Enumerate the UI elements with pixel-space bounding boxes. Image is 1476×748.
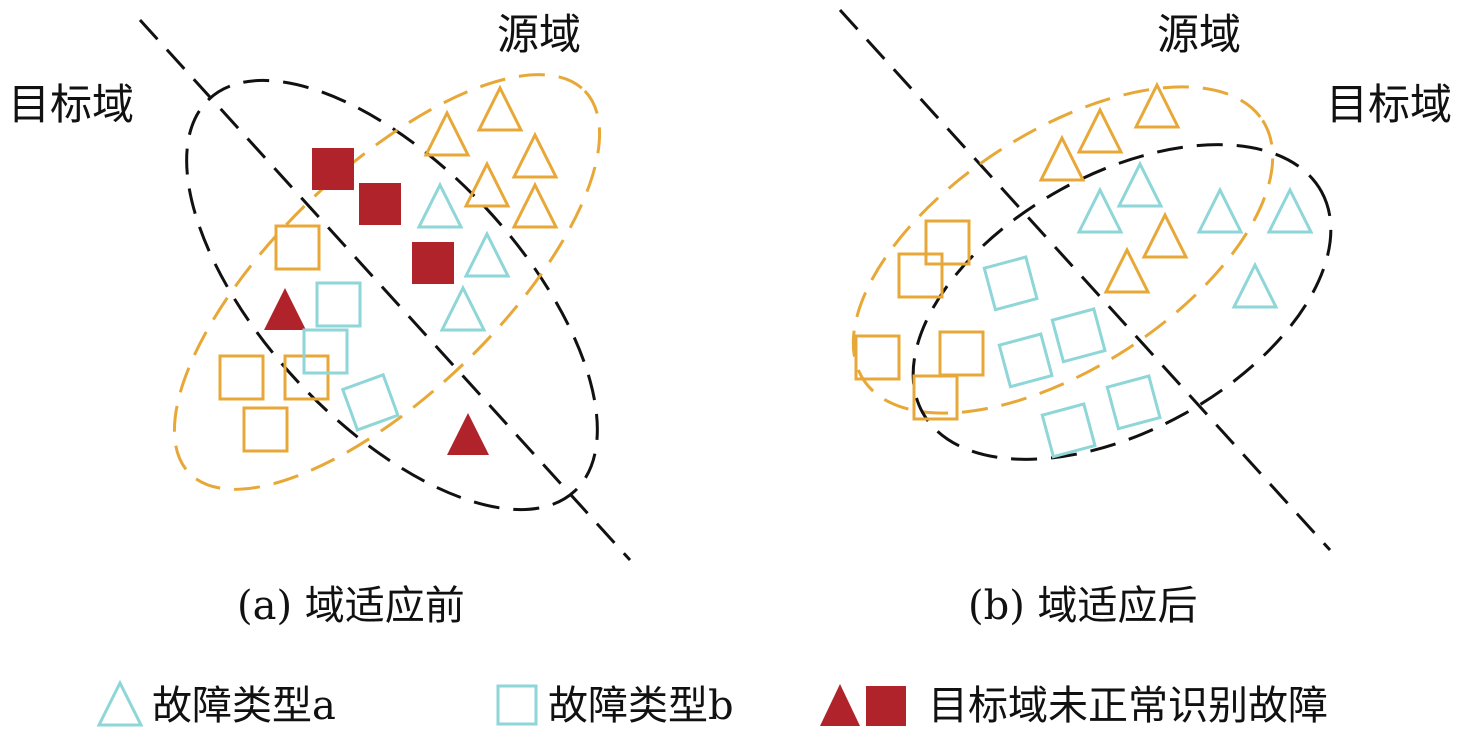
panel-b-target-label: 目标域	[1326, 80, 1453, 129]
source-fault-b-squares	[854, 219, 985, 421]
source-domain-ellipse	[172, 73, 602, 491]
panel-a	[138, 18, 632, 562]
legend-markers	[97, 681, 906, 727]
panel-b-source-label: 源域	[1157, 10, 1242, 59]
panel-a-source-label: 源域	[497, 10, 582, 59]
target-fault-b-squares	[982, 255, 1162, 459]
legend-fault-a-icon	[97, 681, 143, 727]
panel-b-caption: (b) 域适应后	[968, 583, 1198, 629]
legend-misclassified-square-icon	[866, 686, 906, 726]
target-fault-a-triangles	[1077, 162, 1313, 309]
panel-a-target-label: 目标域	[8, 80, 135, 129]
decision-boundary	[838, 8, 1332, 552]
legend-fault-b-label: 故障类型b	[548, 683, 734, 729]
misclassified-markers	[264, 148, 489, 455]
legend-fault-b-icon	[496, 684, 538, 726]
target-fault-b-squares	[302, 281, 400, 432]
panel-b	[838, 8, 1333, 552]
panel-a-caption: (a) 域适应前	[237, 583, 465, 629]
target-domain-ellipse	[185, 78, 599, 512]
legend-misclassified-triangle-icon	[820, 684, 860, 726]
legend-misclassified-label: 目标域未正常识别故障	[928, 683, 1328, 729]
source-fault-a-triangles	[424, 86, 558, 229]
target-domain-ellipse	[911, 143, 1333, 461]
legend-fault-a-label: 故障类型a	[152, 683, 336, 729]
decision-boundary	[138, 18, 632, 562]
source-fault-b-squares	[218, 224, 330, 453]
